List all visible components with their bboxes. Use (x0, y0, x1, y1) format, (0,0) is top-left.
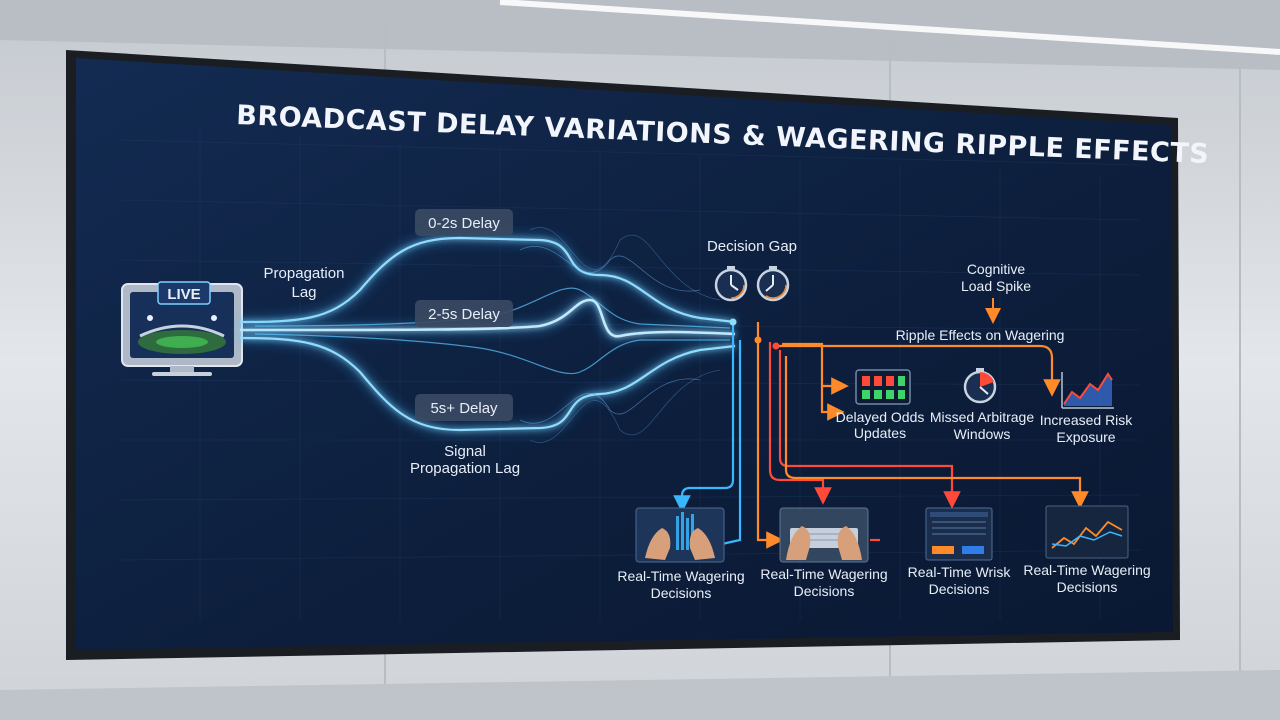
svg-text:5s+ Delay: 5s+ Delay (430, 400, 498, 417)
effect-label: Delayed Odds (836, 409, 925, 425)
decision-gap-label: Decision Gap (707, 238, 797, 255)
flow-connectors (673, 322, 1089, 549)
delay-pill-0-2s: 0-2s Delay (415, 209, 513, 236)
delay-pill-5s-plus: 5s+ Delay (415, 394, 513, 421)
effect-label-line2: Windows (954, 426, 1011, 442)
decision-label-line2: Decisions (929, 581, 990, 597)
effect-label-line2: Exposure (1056, 429, 1115, 445)
screen-surface (76, 58, 1173, 650)
hands-keyboard-icon (779, 507, 869, 563)
trading-chart-icon (1045, 505, 1129, 559)
live-label: LIVE (167, 286, 200, 303)
svg-text:2-5s Delay: 2-5s Delay (428, 306, 500, 323)
effect-label: Missed Arbitrage (930, 409, 1034, 425)
effect-label-line2: Updates (854, 425, 906, 441)
cognitive-label-line2: Load Spike (961, 278, 1031, 294)
stopwatch-icon (756, 266, 790, 302)
propagation-lag-label-line2: Lag (291, 284, 316, 301)
signal-lag-label-line2: Propagation Lag (410, 460, 520, 477)
effect-label: Increased Risk (1040, 412, 1134, 428)
decision-label: Real-Time Wrisk (908, 564, 1012, 580)
decision-label: Real-Time Wagering (617, 568, 744, 584)
decision-label-line2: Decisions (651, 585, 712, 601)
delay-pill-2-5s: 2-5s Delay (415, 300, 513, 327)
decision-label-line2: Decisions (1057, 579, 1118, 595)
stopwatch-icon (714, 266, 748, 302)
decision-label: Real-Time Wagering (1023, 562, 1150, 578)
dashboard-icon (925, 507, 993, 561)
propagation-lag-label: Propagation (264, 265, 345, 282)
stopwatch-icon (963, 368, 997, 404)
decision-label-line2: Decisions (794, 583, 855, 599)
hands-keyboard-icon (635, 507, 725, 563)
rising-chart-icon (1061, 372, 1114, 409)
svg-text:0-2s Delay: 0-2s Delay (428, 215, 500, 232)
cognitive-label: Cognitive (967, 261, 1026, 277)
odds-board-icon (855, 369, 911, 405)
signal-lag-label: Signal (444, 443, 486, 460)
live-monitor: LIVE (121, 281, 243, 376)
decision-label: Real-Time Wagering (760, 566, 887, 582)
ripple-label: Ripple Effects on Wagering (896, 327, 1065, 343)
signal-waves (239, 227, 736, 443)
